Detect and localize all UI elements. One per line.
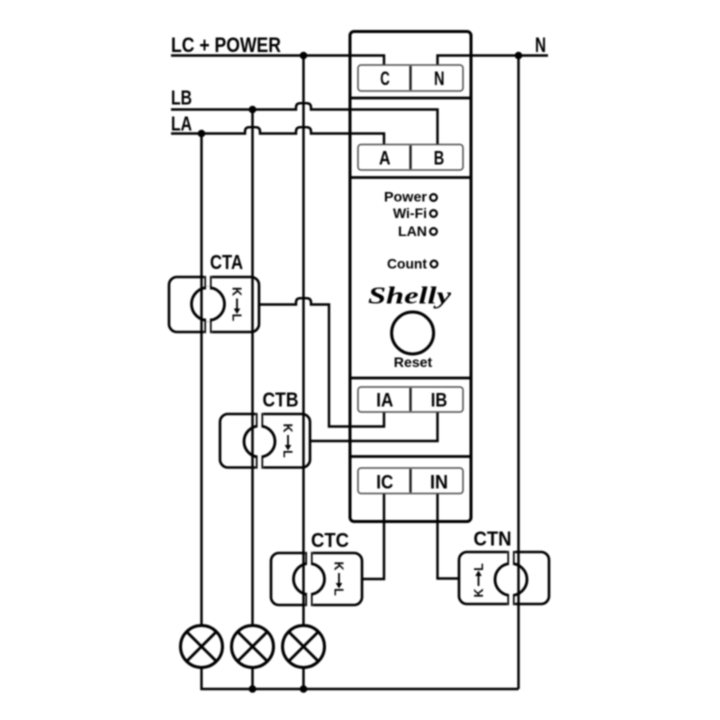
svg-text:CTN: CTN (474, 529, 512, 551)
svg-text:C: C (380, 68, 390, 90)
svg-text:LB: LB (171, 88, 192, 110)
svg-text:L: L (332, 588, 346, 596)
svg-text:Reset: Reset (394, 354, 433, 370)
svg-text:N: N (434, 68, 445, 90)
svg-text:K: K (281, 423, 295, 432)
svg-text:Shelly: Shelly (368, 284, 451, 310)
svg-text:A: A (379, 148, 391, 170)
svg-text:N: N (535, 34, 546, 57)
svg-text:Count: Count (387, 256, 427, 272)
svg-text:Wi-Fi: Wi-Fi (393, 205, 427, 221)
svg-text:CTC: CTC (311, 530, 349, 552)
svg-text:K: K (230, 287, 244, 296)
svg-text:Power: Power (384, 189, 428, 205)
svg-text:LAN: LAN (398, 223, 427, 239)
svg-text:L: L (230, 314, 244, 322)
svg-text:B: B (434, 148, 445, 170)
svg-text:IB: IB (431, 390, 448, 412)
svg-text:K: K (472, 588, 486, 597)
svg-text:K: K (332, 561, 346, 570)
svg-text:IA: IA (376, 390, 393, 412)
svg-text:LA: LA (171, 114, 192, 136)
svg-text:IC: IC (376, 472, 393, 494)
svg-text:L: L (472, 563, 486, 571)
svg-text:L: L (281, 450, 295, 458)
svg-text:CTB: CTB (263, 390, 299, 412)
svg-text:LC + POWER: LC + POWER (171, 34, 281, 57)
svg-text:CTA: CTA (210, 252, 243, 274)
svg-text:IN: IN (430, 472, 448, 494)
